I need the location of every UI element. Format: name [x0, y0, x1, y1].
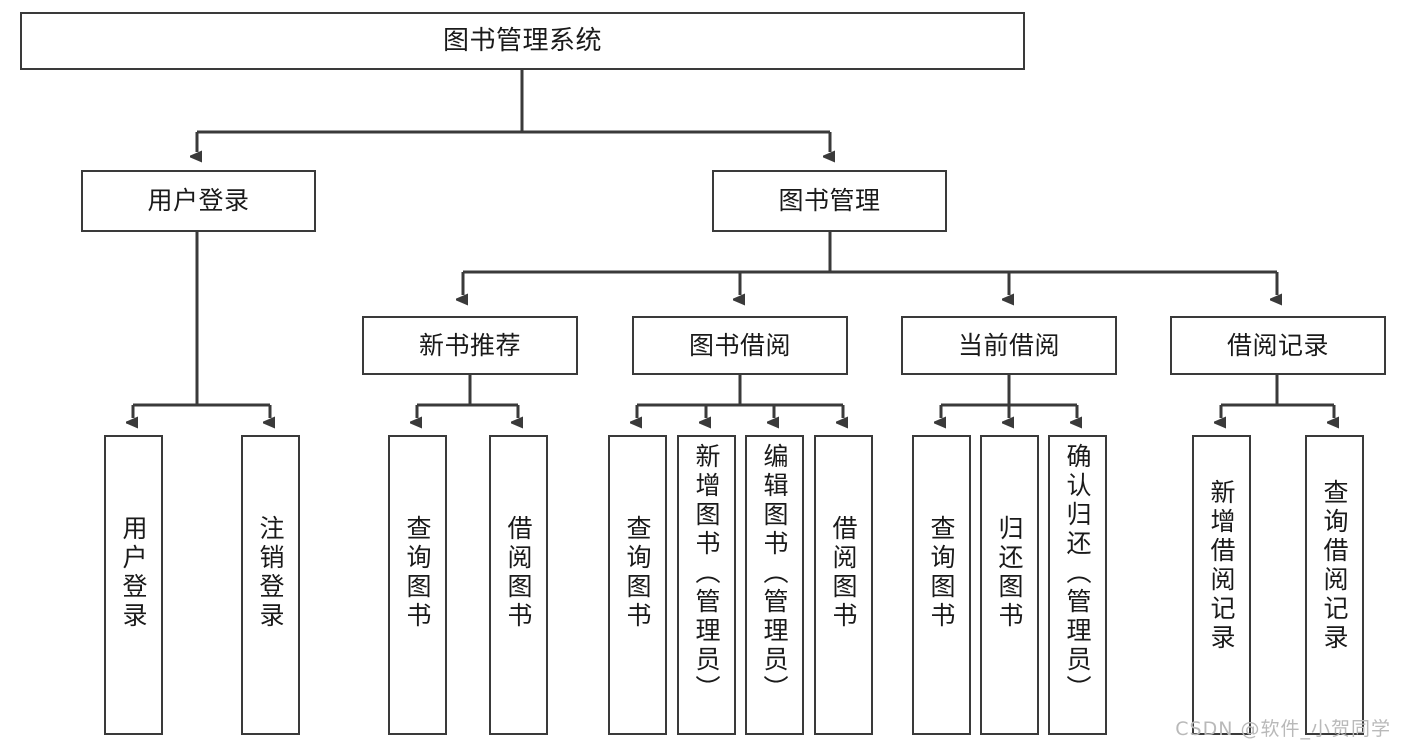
leaf-query-borrow-record-label: 查询借阅记录	[1320, 479, 1349, 653]
leaf-add-book-admin-label: 新增图书（管理员）	[692, 443, 721, 704]
leaf-query-book-current[interactable]: 查询图书	[912, 435, 971, 735]
edge-group-borrow-record	[1221, 375, 1334, 418]
node-current-borrow[interactable]: 当前借阅	[901, 316, 1117, 375]
leaf-user-logout-label: 注销登录	[256, 515, 285, 631]
edge-group-current-borrow	[941, 375, 1077, 418]
node-new-book-recommend[interactable]: 新书推荐	[362, 316, 578, 375]
node-book-manage-label: 图书管理	[778, 186, 881, 216]
leaf-confirm-return-admin[interactable]: 确认归还（管理员）	[1048, 435, 1107, 735]
node-root-label: 图书管理系统	[442, 25, 602, 56]
node-user-login[interactable]: 用户登录	[81, 170, 316, 232]
leaf-return-book[interactable]: 归还图书	[980, 435, 1039, 735]
leaf-query-book-borrow-label: 查询图书	[623, 515, 652, 631]
edge-group-root	[197, 70, 830, 152]
leaf-query-book-borrow[interactable]: 查询图书	[608, 435, 667, 735]
leaf-add-borrow-record[interactable]: 新增借阅记录	[1192, 435, 1251, 735]
leaf-borrow-book-borrow-label: 借阅图书	[829, 515, 858, 631]
node-book-borrow[interactable]: 图书借阅	[632, 316, 848, 375]
node-book-borrow-label: 图书借阅	[688, 330, 791, 360]
edge-group-user-login	[133, 232, 270, 418]
leaf-add-book-admin[interactable]: 新增图书（管理员）	[677, 435, 736, 735]
leaf-query-borrow-record[interactable]: 查询借阅记录	[1305, 435, 1364, 735]
node-current-borrow-label: 当前借阅	[957, 330, 1060, 360]
leaf-borrow-book-borrow[interactable]: 借阅图书	[814, 435, 873, 735]
leaf-user-login[interactable]: 用户登录	[104, 435, 163, 735]
leaf-query-book-recommend[interactable]: 查询图书	[388, 435, 447, 735]
node-new-book-recommend-label: 新书推荐	[418, 330, 521, 360]
edge-group-book-manage	[463, 232, 1277, 295]
leaf-confirm-return-admin-label: 确认归还（管理员）	[1063, 443, 1092, 704]
leaf-query-book-recommend-label: 查询图书	[403, 515, 432, 631]
node-root[interactable]: 图书管理系统	[20, 12, 1025, 70]
leaf-query-book-current-label: 查询图书	[927, 515, 956, 631]
csdn-watermark: CSDN @软件_小贺同学	[1175, 718, 1391, 740]
edge-group-book-borrow	[637, 375, 843, 418]
leaf-edit-book-admin-label: 编辑图书（管理员）	[760, 443, 789, 704]
node-user-login-label: 用户登录	[147, 186, 250, 216]
leaf-edit-book-admin[interactable]: 编辑图书（管理员）	[745, 435, 804, 735]
edge-group-new-book-rec	[417, 375, 518, 418]
leaf-return-book-label: 归还图书	[995, 515, 1024, 631]
leaf-user-logout[interactable]: 注销登录	[241, 435, 300, 735]
leaf-borrow-book-recommend-label: 借阅图书	[504, 515, 533, 631]
node-borrow-record-label: 借阅记录	[1226, 330, 1329, 360]
node-book-manage[interactable]: 图书管理	[712, 170, 947, 232]
leaf-add-borrow-record-label: 新增借阅记录	[1207, 479, 1236, 653]
leaf-user-login-label: 用户登录	[119, 515, 148, 631]
node-borrow-record[interactable]: 借阅记录	[1170, 316, 1386, 375]
leaf-borrow-book-recommend[interactable]: 借阅图书	[489, 435, 548, 735]
